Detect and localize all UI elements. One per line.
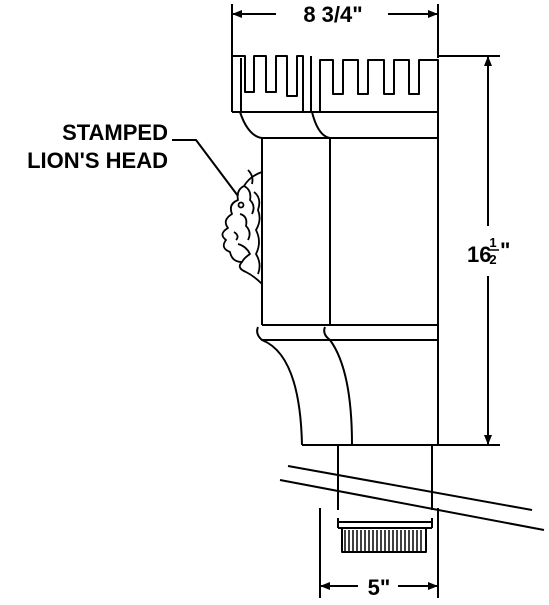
height-fraction-numerator: 1 xyxy=(489,235,496,250)
dimension-top-width xyxy=(231,4,439,58)
callout-line-2: LION'S HEAD xyxy=(27,148,168,173)
angled-pipe xyxy=(279,465,545,531)
height-whole: 16 xyxy=(467,242,491,267)
main-body xyxy=(261,138,439,326)
crenellated-top xyxy=(231,55,439,113)
outlet-pipe xyxy=(337,445,433,553)
top-collar xyxy=(239,111,439,139)
bottom-width-label: 5" xyxy=(368,575,391,600)
dimension-bottom-width xyxy=(319,508,439,598)
knurled-ring xyxy=(344,530,422,551)
dimension-height xyxy=(438,55,500,446)
lion-head-ornament xyxy=(221,169,263,285)
lower-taper xyxy=(256,325,439,446)
height-inch-mark: " xyxy=(500,238,510,263)
top-width-label: 8 3/4" xyxy=(303,2,362,27)
callout-leader xyxy=(172,139,239,197)
height-label: 16 1 2 " xyxy=(467,235,510,267)
height-fraction-denominator: 2 xyxy=(489,252,496,267)
callout-line-1: STAMPED xyxy=(62,120,168,145)
